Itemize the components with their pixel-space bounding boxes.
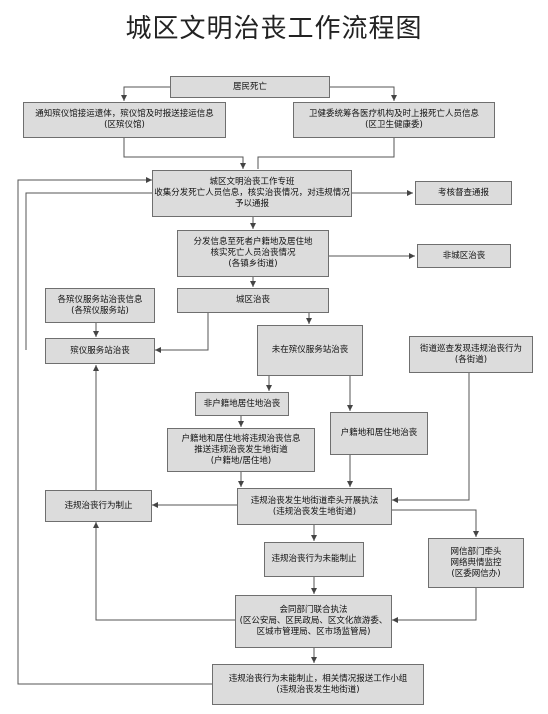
link-final-special [17, 177, 212, 685]
node-station-info: 各殡仪服务站治丧信息(各殡仪服务站) [45, 288, 155, 323]
node-non-urban: 非城区治丧 [417, 244, 511, 268]
node-health-report: 卫健委统筹各医疗机构及时上报死亡人员信息(区卫生健康委) [293, 102, 495, 138]
link-station-special [25, 192, 152, 350]
node-distribute-info: 分发信息至死者户籍地及居住地核实死亡人员治丧情况(各镇乡街道) [177, 230, 329, 277]
link-cyber-joint [392, 588, 477, 623]
link-notify-special [123, 138, 246, 169]
node-notify-funeral-home: 通知殡仪馆接运遗体，殡仪馆及时报送接运信息(区殡仪馆) [23, 102, 226, 138]
node-joint-enforce: 会同部门联合执法(区公安局、区民政局、区文化旅游委、区城市管理局、区市场监管局) [235, 595, 392, 648]
node-push-info: 户籍地和居住地将违规治丧信息推送违规治丧发生地街道(户籍地/居住地) [167, 428, 315, 472]
node-resident-death: 居民死亡 [170, 76, 330, 98]
node-cyber: 网信部门牵头网络舆情监控(区委网信办) [428, 538, 524, 588]
node-not-stopped: 违规治丧行为未能制止 [264, 542, 364, 577]
link-joint-stopped [93, 522, 235, 621]
node-final-report: 违规治丧行为未能制止，相关情况报送工作小组(违规治丧发生地街道) [212, 664, 424, 705]
node-not-station: 未在殡仪服务站治丧 [257, 325, 363, 376]
link-health-special [257, 138, 395, 169]
link-death-health [330, 86, 397, 101]
node-non-household: 非户籍地居住地治丧 [195, 392, 289, 416]
link-death-notify [121, 86, 170, 101]
node-household: 户籍地和居住地治丧 [330, 412, 428, 455]
node-stopped: 违规治丧行为制止 [45, 490, 152, 522]
node-patrol: 街道巡查发现违规治丧行为(各街道) [409, 336, 533, 373]
page-title: 城区文明治丧工作流程图 [125, 14, 423, 44]
link-patrol-lead [392, 373, 470, 503]
link-urban-station [155, 313, 209, 353]
node-urban: 城区治丧 [177, 288, 329, 313]
link-lead-cyber [392, 509, 479, 537]
node-lead-enforce: 违规治丧发生地街道牵头开展执法(违规治丧发生地街道) [237, 488, 392, 525]
node-station-funeral: 殡仪服务站治丧 [45, 338, 155, 364]
node-assess-report: 考核督查通报 [415, 181, 512, 205]
node-special-class: 城区文明治丧工作专班收集分发死亡人员信息，核实治丧情况，对违规情况予以通报 [152, 170, 352, 217]
